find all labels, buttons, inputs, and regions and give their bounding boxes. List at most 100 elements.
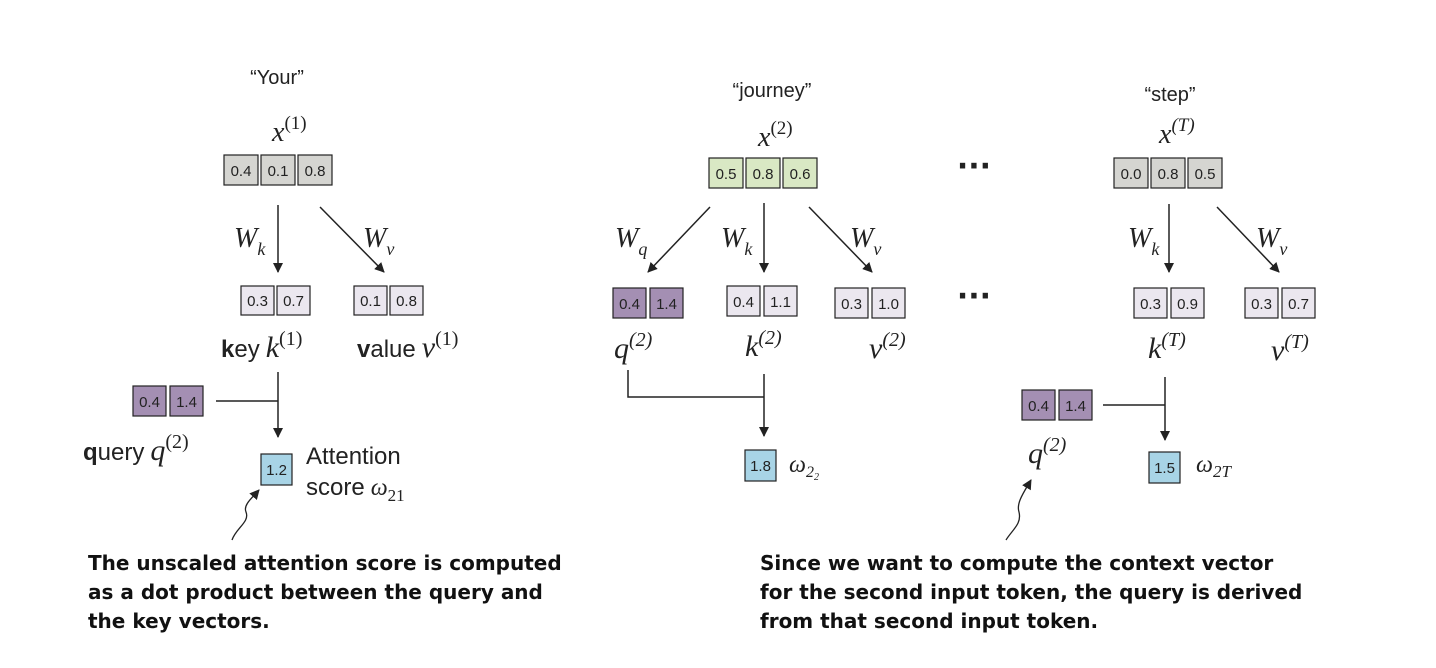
key-vector-left: 0.3 0.7 [240, 285, 311, 316]
xT-cell [1113, 157, 1149, 189]
value-cell-value: 0.3 [841, 296, 862, 313]
x2-label: x(2) [757, 118, 793, 153]
xT-cell-value: 0.0 [1121, 166, 1142, 183]
value-cell [1244, 287, 1279, 319]
x2-vector: 0.5 0.8 0.6 [708, 157, 818, 189]
wv-label-right: Wv [1256, 223, 1287, 259]
key-label-right: k(T) [1148, 329, 1186, 365]
wk-label-middle: Wk [721, 223, 753, 259]
query-cell [1058, 389, 1093, 421]
token-your: “Your” [250, 67, 304, 89]
value-cell [871, 287, 906, 319]
key-vector-right: 0.3 0.9 [1133, 287, 1205, 319]
arrow-wq-middle [647, 206, 711, 273]
query-cell [612, 287, 647, 319]
score-symbol-middle: ω22 [789, 452, 819, 483]
x2-cell [782, 157, 818, 189]
token-step: “step” [1144, 84, 1195, 106]
query-cell-value: 1.4 [176, 394, 197, 411]
ellipsis-middle: ⋅⋅⋅ [957, 280, 991, 313]
attention-score-left: 1.2 [260, 453, 293, 486]
x1-cell-value: 0.4 [231, 163, 252, 180]
key-cell-value: 0.9 [1177, 296, 1198, 313]
query-cell-value: 0.4 [619, 296, 640, 313]
caption-right-line: for the second input token, the query is… [760, 580, 1303, 604]
attention-score-middle: 1.8 [744, 449, 777, 482]
arrow-wv-right [1216, 206, 1280, 273]
value-cell-value: 0.8 [396, 293, 417, 310]
value-cell-value: 1.0 [878, 296, 899, 313]
xT-cell-value: 0.8 [1158, 166, 1179, 183]
caption-right-line: from that second input token. [760, 609, 1099, 633]
key-cell [276, 285, 311, 316]
xT-vector: 0.0 0.8 0.5 [1113, 157, 1223, 189]
value-cell [353, 285, 388, 316]
x1-cell-value: 0.8 [305, 163, 326, 180]
x1-label: x(1) [271, 113, 307, 148]
x1-cell-value: 0.1 [268, 163, 289, 180]
value-cell [1281, 287, 1316, 319]
score-cell [744, 449, 777, 482]
xT-label: x(T) [1158, 115, 1195, 150]
query-connector-middle [627, 370, 764, 398]
x1-cell [260, 154, 296, 186]
wk-label-left: Wk [234, 223, 266, 259]
x2-cell [708, 157, 744, 189]
query-label-right: q(2) [1028, 434, 1067, 470]
score-cell-value: 1.2 [266, 462, 287, 479]
caption-left: The unscaled attention score is computed… [88, 549, 562, 636]
query-cell [169, 385, 204, 417]
caption-left-line: as a dot product between the query and [88, 580, 543, 604]
xT-cell [1150, 157, 1186, 189]
arrow-wv-middle [808, 206, 873, 273]
query-vector-left: 0.4 1.4 [132, 385, 204, 417]
value-vector-right: 0.3 0.7 [1244, 287, 1316, 319]
x2-cell-value: 0.5 [716, 166, 737, 183]
arrow-wv-left [319, 206, 385, 273]
token-journey: “journey” [733, 80, 812, 102]
query-cell [132, 385, 167, 417]
score-cell-value: 1.8 [750, 458, 771, 475]
value-vector-left: 0.1 0.8 [353, 285, 424, 316]
caption-right: Since we want to compute the context vec… [760, 549, 1302, 636]
query-cell-value: 1.4 [656, 296, 677, 313]
query-cell [1021, 389, 1056, 421]
key-cell-value: 0.4 [733, 294, 754, 311]
query-cell-value: 0.4 [139, 394, 160, 411]
x2-cell [745, 157, 781, 189]
attention-score-right: 1.5 [1148, 451, 1181, 484]
x2-cell-value: 0.8 [753, 166, 774, 183]
key-label-middle: k(2) [745, 327, 782, 363]
value-cell [389, 285, 424, 316]
key-vector-middle: 0.4 1.1 [726, 285, 798, 317]
wk-label-right: Wk [1128, 223, 1160, 259]
key-cell [1170, 287, 1205, 319]
value-label-middle: v(2) [869, 329, 906, 365]
wq-label-middle: Wq [615, 223, 647, 259]
value-cell [834, 287, 869, 319]
query-cell-value: 1.4 [1065, 398, 1086, 415]
query-cell [649, 287, 684, 319]
value-cell-value: 0.7 [1288, 296, 1309, 313]
value-label-right: v(T) [1271, 331, 1309, 367]
score-symbol-right: ω2T [1196, 452, 1232, 481]
caption-left-line: the key vectors. [88, 609, 270, 633]
key-cell-value: 0.7 [283, 293, 304, 310]
x1-cell [297, 154, 333, 186]
ellipsis-top: ⋅⋅⋅ [957, 150, 991, 183]
score-cell [260, 453, 293, 486]
wv-label-left: Wv [363, 223, 394, 259]
x1-cell [223, 154, 259, 186]
value-cell-value: 0.1 [360, 293, 381, 310]
caption-left-line: The unscaled attention score is computed [88, 551, 562, 575]
x2-cell-value: 0.6 [790, 166, 811, 183]
key-cell [1133, 287, 1168, 319]
key-cell-value: 0.3 [1140, 296, 1161, 313]
key-cell [726, 285, 761, 317]
query-vector-right: 0.4 1.4 [1021, 389, 1093, 421]
score-cell-value: 1.5 [1154, 460, 1175, 477]
query-cell-value: 0.4 [1028, 398, 1049, 415]
